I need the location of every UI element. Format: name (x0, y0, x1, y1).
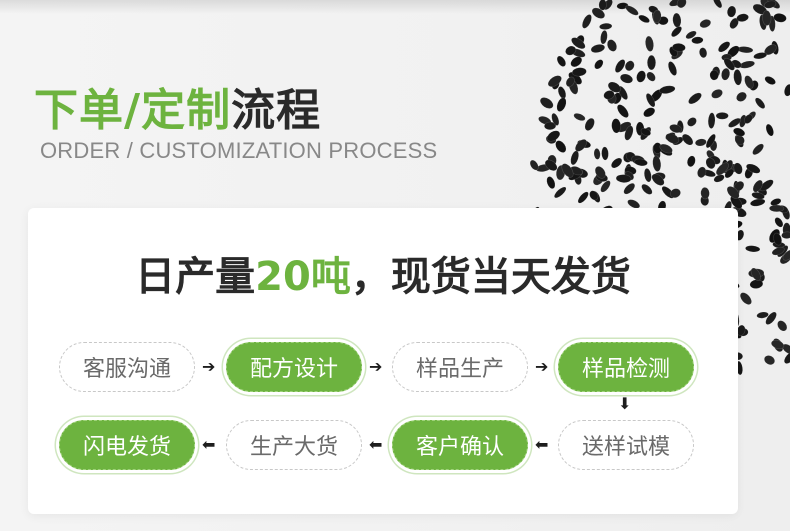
page-subtitle: ORDER / CUSTOMIZATION PROCESS (40, 138, 438, 163)
arrow-right-icon: ➔ (535, 357, 549, 376)
headline-prefix: 日产量 (135, 254, 256, 300)
arrow-left-icon: ⬅ (202, 435, 216, 454)
step-customer-communication: 客服沟通 (59, 342, 195, 392)
step-sample-production: 样品生产 (392, 342, 528, 392)
arrow-right-icon: ➔ (202, 357, 216, 376)
arrow-left-icon: ⬅ (535, 435, 549, 454)
step-lightning-delivery: 闪电发货 (59, 420, 195, 470)
step-formula-design: 配方设计 (226, 342, 362, 392)
production-headline: 日产量20吨，现货当天发货 (28, 244, 738, 302)
headline-highlight: 20吨 (255, 254, 351, 300)
step-customer-confirmation: 客户确认 (392, 420, 528, 470)
arrow-left-icon: ⬅ (369, 435, 383, 454)
step-mass-production: 生产大货 (226, 420, 362, 470)
arrow-right-icon: ➔ (369, 357, 383, 376)
headline-suffix: ，现货当天发货 (350, 254, 631, 300)
step-send-sample-trial-mold: 送样试模 (558, 420, 694, 470)
step-sample-testing: 样品检测 (558, 342, 694, 392)
arrow-down-icon: ⬇ (618, 394, 632, 413)
page-title: 下单/定制流程 (34, 74, 321, 138)
title-dark-part: 流程 (231, 85, 322, 136)
process-card: 日产量20吨，现货当天发货 客服沟通 ➔ 配方设计 ➔ 样品生产 ➔ 样品检测 … (28, 208, 738, 514)
title-green-part: 下单/定制 (34, 85, 232, 136)
